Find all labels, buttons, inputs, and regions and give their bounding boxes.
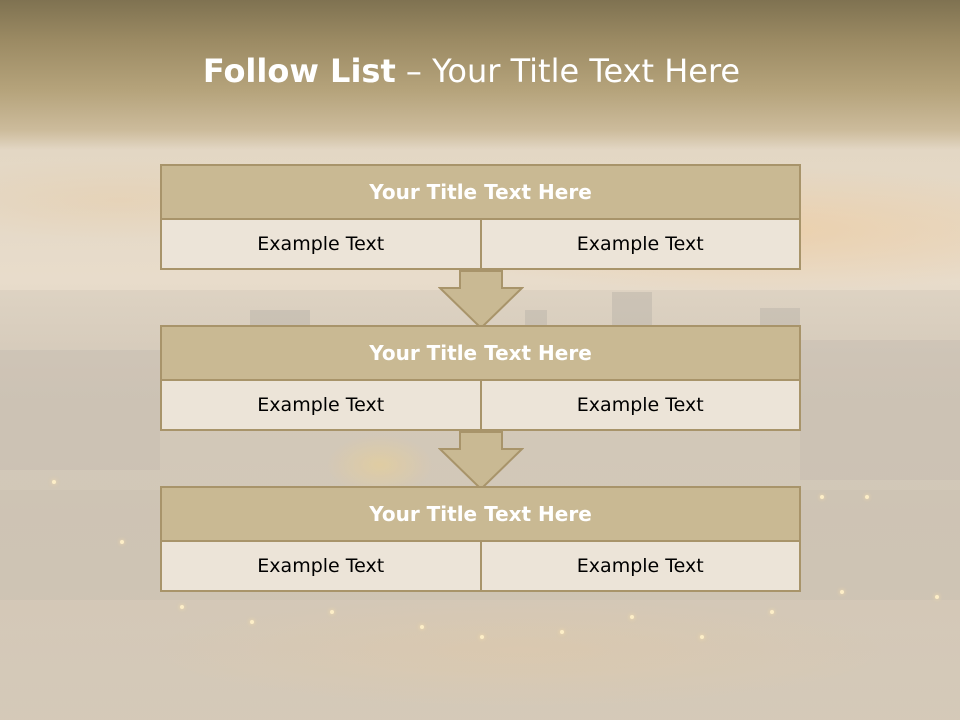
block-title: Your Title Text Here: [160, 325, 801, 381]
block-cell-left: Example Text: [257, 555, 385, 577]
slide-title-bold: Follow List: [202, 52, 396, 90]
list-block-2: Your Title Text Here Example Text Exampl…: [160, 325, 801, 431]
block-cell-right: Example Text: [479, 542, 800, 590]
list-block-1: Your Title Text Here Example Text Exampl…: [160, 164, 801, 270]
slide-title: Follow List – Your Title Text Here: [0, 52, 943, 90]
title-band: [0, 0, 960, 150]
block-cell-right: Example Text: [479, 220, 800, 268]
slide-title-rest: – Your Title Text Here: [405, 52, 741, 90]
block-title: Your Title Text Here: [160, 164, 801, 220]
block-row: Example Text Example Text: [160, 542, 801, 592]
block-row: Example Text Example Text: [160, 220, 801, 270]
block-title: Your Title Text Here: [160, 486, 801, 542]
down-arrow-icon: [438, 270, 524, 330]
block-cell-left: Example Text: [257, 394, 385, 416]
block-row: Example Text Example Text: [160, 381, 801, 431]
list-block-3: Your Title Text Here Example Text Exampl…: [160, 486, 801, 592]
down-arrow-icon: [438, 431, 524, 491]
block-cell-right: Example Text: [479, 381, 800, 429]
block-cell-left: Example Text: [257, 233, 385, 255]
